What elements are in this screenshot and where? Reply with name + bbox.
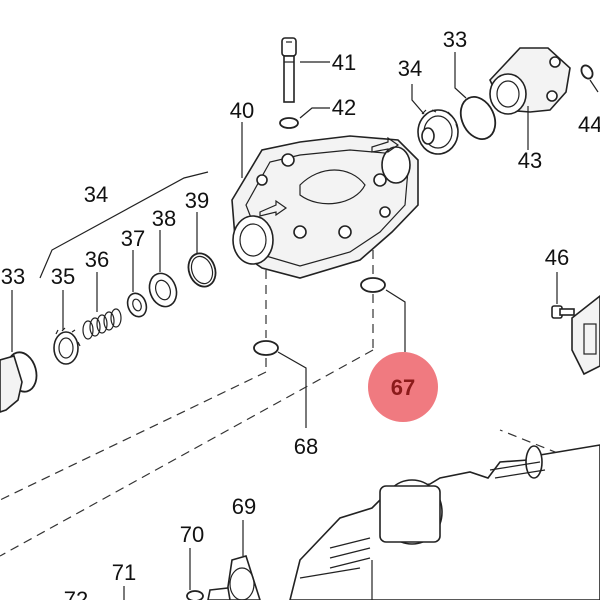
callout-33-left: 33 bbox=[1, 264, 25, 289]
washer-part-37 bbox=[126, 292, 148, 318]
callout-37: 37 bbox=[121, 226, 145, 251]
washer-part-71 bbox=[207, 587, 231, 600]
callout-67: 67 bbox=[391, 375, 415, 400]
cover-part-43 bbox=[489, 47, 571, 115]
callout-70: 70 bbox=[180, 522, 204, 547]
screw-part-46 bbox=[551, 305, 575, 319]
bolt-part-41 bbox=[281, 37, 297, 103]
housing-fragment-left bbox=[0, 355, 23, 413]
callout-68: 68 bbox=[294, 434, 318, 459]
callout-43: 43 bbox=[518, 148, 542, 173]
gear-part-35 bbox=[53, 327, 81, 365]
callout-33-top: 33 bbox=[443, 27, 467, 52]
callout-69: 69 bbox=[232, 494, 256, 519]
highlight-marker bbox=[368, 352, 438, 422]
callout-40: 40 bbox=[230, 98, 254, 123]
screw-part-44 bbox=[580, 64, 599, 93]
callout-35: 35 bbox=[51, 264, 75, 289]
callout-42: 42 bbox=[332, 95, 356, 120]
callout-38: 38 bbox=[152, 206, 176, 231]
ring-part-70 bbox=[186, 590, 204, 600]
callout-39: 39 bbox=[185, 188, 209, 213]
callout-71: 71 bbox=[112, 560, 136, 585]
callout-36: 36 bbox=[85, 247, 109, 272]
callout-46: 46 bbox=[545, 245, 569, 270]
callout-44: 44 bbox=[578, 112, 600, 137]
o-ring-part-68 bbox=[253, 340, 279, 356]
callout-72: 72 bbox=[64, 587, 88, 600]
bushing-part-38 bbox=[148, 272, 178, 308]
o-ring-part-39 bbox=[187, 252, 217, 288]
drive-shaft bbox=[289, 444, 600, 600]
bearing-part-69 bbox=[225, 555, 261, 600]
o-ring-part-33-top bbox=[459, 96, 497, 140]
gear-housing-part-40 bbox=[231, 135, 419, 279]
bearing-part-34-top bbox=[417, 109, 459, 155]
o-ring-part-67 bbox=[360, 277, 386, 293]
spring-part-36 bbox=[82, 308, 122, 340]
callout-41: 41 bbox=[332, 50, 356, 75]
callout-34-left: 34 bbox=[84, 182, 108, 207]
washer-part-42 bbox=[279, 117, 299, 129]
callout-34-top: 34 bbox=[398, 56, 422, 81]
